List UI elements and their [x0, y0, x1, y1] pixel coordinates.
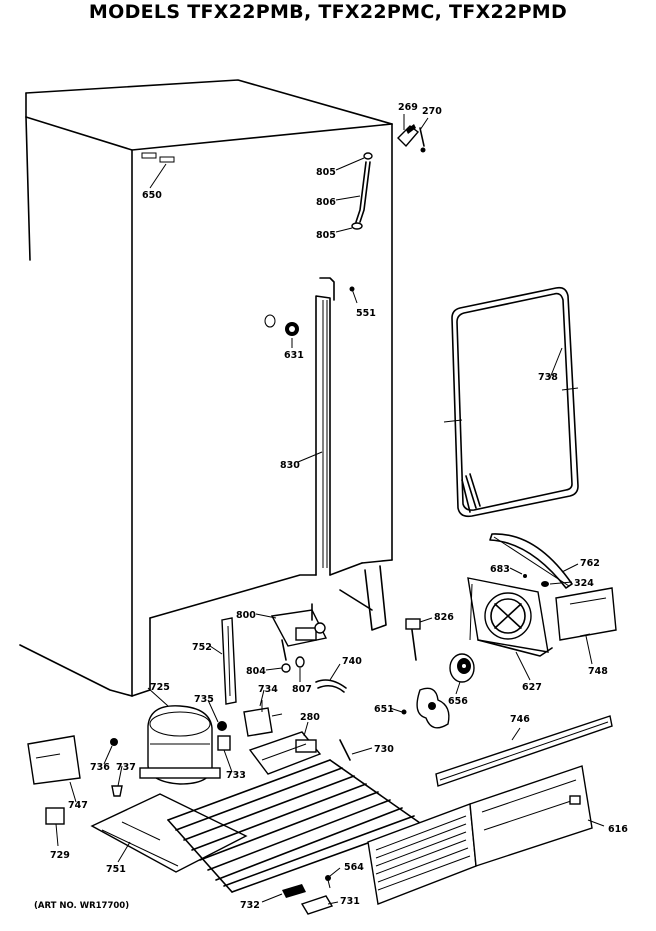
label-270: 270 — [422, 106, 442, 117]
part-736-grommet — [110, 738, 118, 746]
part-551-screw — [349, 286, 358, 304]
art-number: (ART NO. WR17700) — [34, 901, 130, 911]
part-729-capacitor — [45, 807, 65, 825]
label-564: 564 — [344, 862, 364, 873]
label-735: 735 — [194, 694, 214, 705]
label-807: 807 — [292, 684, 312, 695]
label-651: 651 — [374, 704, 394, 715]
label-805-top: 805 — [316, 167, 336, 178]
label-746: 746 — [510, 714, 530, 725]
leader-lines — [55, 114, 605, 905]
label-826: 826 — [434, 612, 454, 623]
label-269: 269 — [398, 102, 418, 113]
label-731: 731 — [340, 896, 360, 907]
cabinet — [19, 79, 393, 697]
part-732-bracket — [282, 884, 306, 898]
label-650: 650 — [142, 190, 162, 201]
part-735-clip — [217, 721, 227, 731]
label-752: 752 — [192, 642, 212, 653]
label-751: 751 — [106, 864, 126, 875]
page-title: MODELS TFX22PMB, TFX22PMC, TFX22PMD — [88, 1, 568, 23]
part-740-heater — [315, 679, 347, 693]
part-804-cap — [281, 663, 291, 673]
part-826-connector — [405, 618, 421, 661]
part-830-channel — [319, 277, 335, 568]
label-729: 729 — [50, 850, 70, 861]
part-748-panel — [555, 587, 617, 641]
part-627-fan-housing — [467, 577, 553, 657]
part-labels: 269 270 805 806 805 650 551 631 738 830 … — [50, 102, 628, 911]
part-324-clip — [541, 581, 549, 587]
label-725: 725 — [150, 682, 170, 693]
part-734-relay — [243, 700, 283, 737]
part-762-duct — [489, 533, 573, 589]
label-616: 616 — [608, 824, 628, 835]
label-732: 732 — [240, 900, 260, 911]
label-280: 280 — [300, 712, 320, 723]
part-733-overload — [217, 735, 231, 751]
part-737-grommet — [111, 785, 123, 797]
label-734: 734 — [258, 684, 278, 695]
label-830: 830 — [280, 460, 300, 471]
label-324: 324 — [574, 578, 594, 589]
label-551: 551 — [356, 308, 376, 319]
part-683-screw — [523, 574, 527, 578]
part-751-base-pan — [90, 793, 248, 873]
part-269-270-bracket — [397, 124, 426, 153]
label-800: 800 — [236, 610, 256, 621]
label-806: 806 — [316, 197, 336, 208]
part-725-compressor — [139, 705, 221, 785]
part-747-panel — [27, 735, 81, 785]
label-627: 627 — [522, 682, 542, 693]
part-806-tube — [351, 152, 373, 230]
part-730-condenser — [167, 739, 431, 893]
part-731-clip — [300, 895, 334, 915]
part-738-gasket — [443, 286, 579, 518]
part-616-grille — [367, 765, 593, 905]
part-800-timer — [270, 603, 328, 661]
label-683: 683 — [490, 564, 510, 575]
label-805-bottom: 805 — [316, 230, 336, 241]
label-762: 762 — [580, 558, 600, 569]
part-752-bracket — [221, 617, 237, 705]
label-804: 804 — [246, 666, 266, 677]
label-737: 737 — [116, 762, 136, 773]
part-656-fan-motor — [449, 653, 475, 683]
label-730: 730 — [374, 744, 394, 755]
part-807-cap — [295, 656, 305, 668]
part-280-plate — [248, 731, 322, 775]
label-736: 736 — [90, 762, 110, 773]
label-740: 740 — [342, 656, 362, 667]
label-631: 631 — [284, 350, 304, 361]
label-656: 656 — [448, 696, 468, 707]
part-651-fan-blade — [401, 687, 450, 729]
part-631-grommet — [264, 314, 299, 336]
label-748: 748 — [588, 666, 608, 677]
part-564-screw — [325, 875, 331, 889]
part-746-rail — [435, 715, 613, 787]
label-733: 733 — [226, 770, 246, 781]
label-738: 738 — [538, 372, 558, 383]
label-747: 747 — [68, 800, 88, 811]
